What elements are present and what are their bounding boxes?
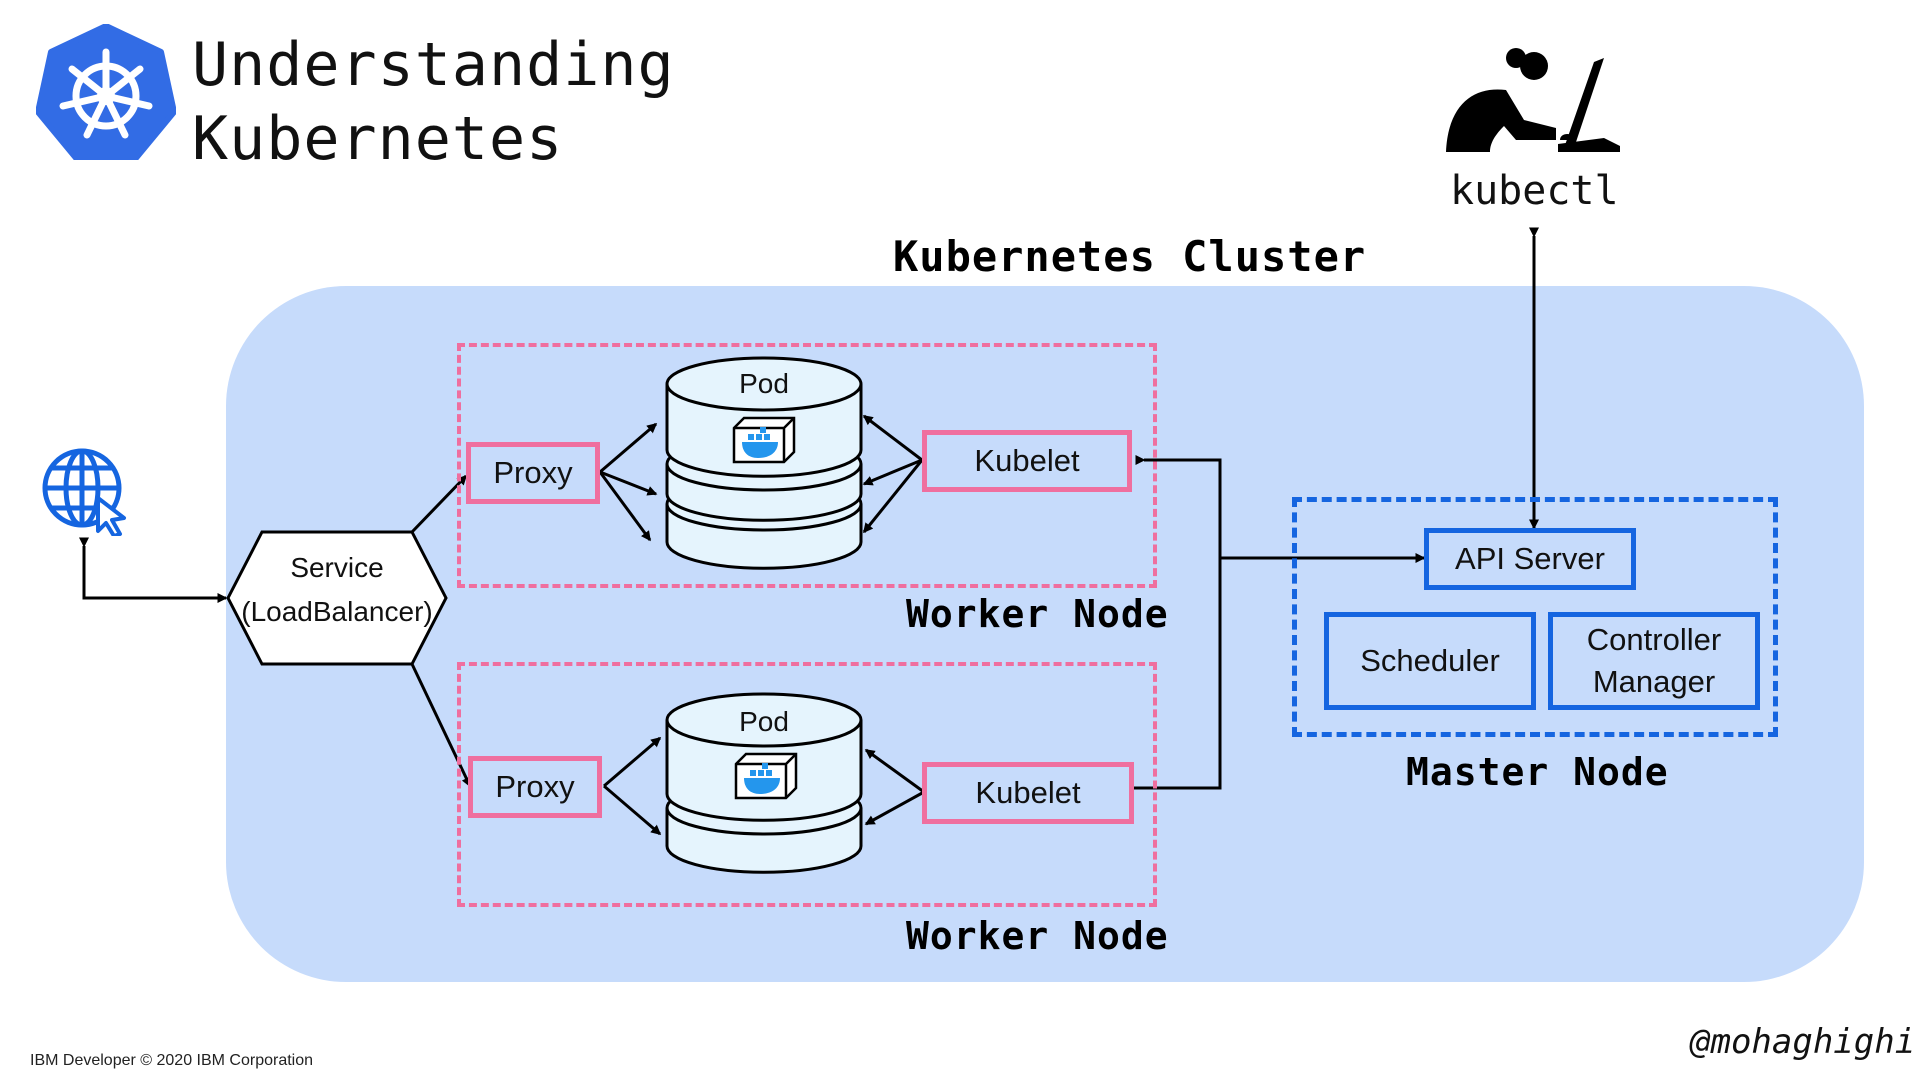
page-title-line1: Understanding [192, 30, 675, 100]
docker-container-icon [732, 416, 796, 464]
worker-node-2-label: Worker Node [906, 914, 1169, 958]
worker-1-kubelet[interactable]: Kubelet [922, 430, 1132, 492]
controller-manager[interactable]: Controller Manager [1548, 612, 1760, 710]
kubectl-label: kubectl [1450, 168, 1619, 214]
worker-1-proxy[interactable]: Proxy [466, 442, 600, 504]
controller-manager-line2: Manager [1592, 664, 1716, 699]
globe-cursor-icon[interactable] [40, 446, 130, 536]
worker-node-1-label: Worker Node [906, 592, 1169, 636]
service-loadbalancer-hexagon[interactable] [226, 530, 448, 666]
worker-2-kubelet[interactable]: Kubelet [922, 762, 1134, 824]
api-server[interactable]: API Server [1424, 528, 1636, 590]
worker-node-2-boundary [457, 662, 1157, 907]
globe-service-link [79, 537, 228, 603]
worker-2-proxy[interactable]: Proxy [468, 756, 602, 818]
page-title-line2: Kubernetes [192, 104, 564, 174]
worker-1-pod-label: Pod [739, 368, 789, 399]
person-at-computer-icon [1446, 48, 1620, 152]
master-node-boundary [1292, 497, 1778, 737]
docker-container-icon [734, 752, 798, 800]
worker-node-1-boundary [457, 343, 1157, 588]
master-node-label: Master Node [1406, 750, 1669, 794]
author-handle: @mohaghighi [1690, 1022, 1916, 1062]
scheduler[interactable]: Scheduler [1324, 612, 1536, 710]
copyright-text: IBM Developer © 2020 IBM Corporation [30, 1052, 314, 1069]
service-label: Service [290, 552, 384, 583]
cluster-label: Kubernetes Cluster [893, 232, 1367, 281]
kubernetes-logo-icon [36, 24, 176, 160]
controller-manager-line1: Controller [1586, 622, 1722, 658]
service-type-label: (LoadBalancer) [241, 596, 433, 627]
kubelet1-api-link [1135, 455, 1222, 558]
worker-2-pod-label: Pod [739, 706, 789, 737]
